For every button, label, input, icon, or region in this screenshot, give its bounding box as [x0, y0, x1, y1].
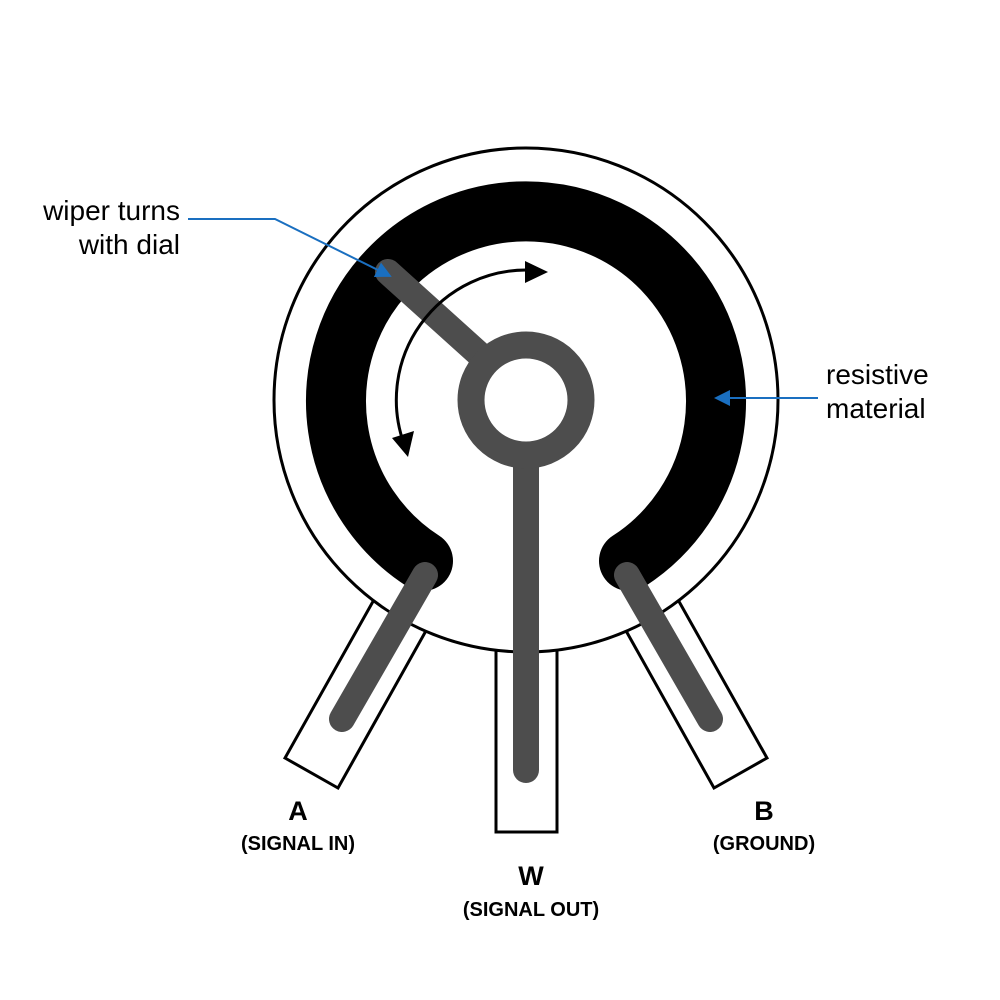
wiper-callout-line2: with dial	[78, 229, 180, 260]
wiper-callout-line1: wiper turns	[42, 195, 180, 226]
terminal-a-lead	[329, 562, 438, 732]
terminal-b-lead	[614, 562, 723, 732]
wiper-callout-leader	[188, 218, 392, 277]
resistive-callout-line2: material	[826, 393, 926, 424]
terminal-b-letter: B	[754, 796, 774, 826]
rotation-arrow-cw-icon	[525, 261, 548, 283]
terminal-w-letter: W	[518, 861, 544, 891]
rotation-arc	[394, 268, 529, 445]
terminal-b-label: (GROUND)	[713, 833, 815, 855]
resistive-track	[306, 181, 746, 591]
terminal-a-letter: A	[288, 796, 308, 826]
terminal-w-label: (SIGNAL OUT)	[463, 899, 599, 921]
terminal-a-label: (SIGNAL IN)	[241, 833, 355, 855]
rotation-arrow-ccw-icon	[392, 431, 414, 457]
wiper-hub	[457, 331, 595, 469]
wiper-arm	[375, 259, 503, 377]
resistive-callout-line1: resistive	[826, 359, 929, 390]
